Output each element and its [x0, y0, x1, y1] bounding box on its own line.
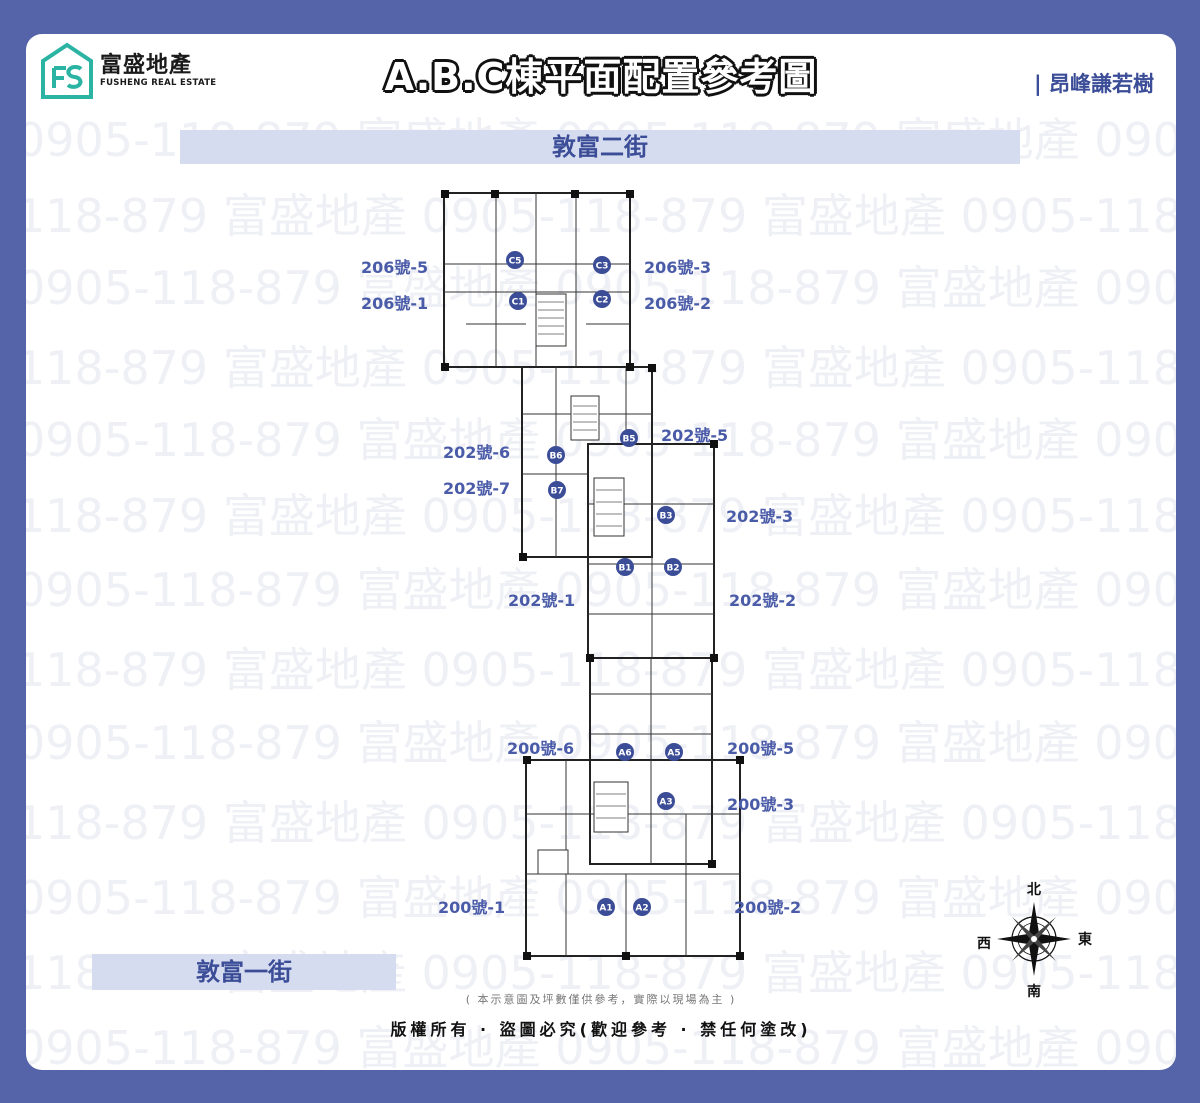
- unit-label-b3: 202號-3: [726, 507, 794, 526]
- unit-marker-a6: A6: [616, 743, 634, 761]
- compass-south: 南: [1027, 983, 1041, 1000]
- company-name-en: FUSHENG REAL ESTATE: [100, 78, 217, 88]
- unit-label-a3: 200號-3: [727, 795, 795, 814]
- road-south: 敦富一街: [92, 954, 396, 990]
- unit-label-a1: 200號-1: [438, 898, 506, 917]
- compass-west: 西: [977, 936, 991, 952]
- unit-label-c1: 206號-1: [361, 294, 429, 313]
- svg-text:B6: B6: [549, 452, 562, 462]
- unit-marker-c1: C1: [509, 292, 527, 310]
- unit-marker-b5: B5: [620, 429, 638, 447]
- unit-marker-b7: B7: [548, 481, 566, 499]
- plan-card: 0905-118-879 富盛地產 0905-118-879 富盛地產 0901…: [26, 34, 1176, 1070]
- unit-label-b6: 202號-6: [443, 443, 511, 462]
- svg-text:B7: B7: [550, 487, 563, 497]
- unit-marker-a3: A3: [657, 792, 675, 810]
- unit-marker-c3: C3: [593, 256, 611, 274]
- unit-marker-b1: B1: [616, 558, 634, 576]
- building-a-outline-lower: [525, 759, 741, 957]
- unit-label-a5: 200號-5: [727, 739, 795, 758]
- svg-text:B3: B3: [659, 512, 672, 522]
- unit-marker-a1: A1: [597, 898, 615, 916]
- svg-text:C3: C3: [596, 262, 609, 272]
- svg-text:B5: B5: [622, 435, 635, 445]
- core-stairs: [535, 293, 629, 875]
- svg-text:A2: A2: [635, 904, 648, 914]
- unit-marker-b2: B2: [664, 558, 682, 576]
- unit-label-c5: 206號-5: [361, 258, 429, 277]
- company-name: 富盛地產: [100, 53, 193, 78]
- unit-label-a2: 200號-2: [734, 898, 802, 917]
- unit-label-b2: 202號-2: [729, 591, 797, 610]
- svg-text:A5: A5: [667, 749, 680, 759]
- svg-text:C2: C2: [596, 296, 609, 306]
- company-logo: 富盛地產 FUSHENG REAL ESTATE: [40, 42, 216, 100]
- unit-label-a6: 200號-6: [507, 739, 575, 758]
- project-name: | 昂峰謙若樹: [1034, 72, 1154, 96]
- disclaimer-text: ( 本示意圖及坪數僅供參考，實際以現場為主 ): [465, 993, 737, 1006]
- unit-marker-a2: A2: [633, 898, 651, 916]
- svg-text:B1: B1: [618, 564, 631, 574]
- compass-rose-icon: 北 南 東 西: [977, 882, 1092, 1000]
- svg-text:C5: C5: [509, 257, 522, 267]
- page-title: A.B.C棟平面配置參考圖: [384, 55, 818, 99]
- structural-columns: [441, 190, 744, 960]
- unit-label-b5: 202號-5: [661, 426, 729, 445]
- unit-marker-c5: C5: [506, 251, 524, 269]
- svg-text:A3: A3: [659, 798, 672, 808]
- unit-label-b1: 202號-1: [508, 591, 576, 610]
- unit-label-c2: 206號-2: [644, 294, 712, 313]
- unit-marker-b6: B6: [547, 446, 565, 464]
- unit-marker-a5: A5: [665, 743, 683, 761]
- unit-marker-c2: C2: [593, 290, 611, 308]
- road-north: 敦富二街: [180, 130, 1020, 164]
- copyright-text: 版權所有 · 盜圖必究(歡迎參考 · 禁任何塗改): [390, 1020, 812, 1039]
- compass-north: 北: [1027, 882, 1041, 898]
- svg-text:A1: A1: [599, 904, 612, 914]
- stair-treads: [538, 301, 626, 819]
- unit-label-c3: 206號-3: [644, 258, 712, 277]
- svg-text:A6: A6: [618, 749, 631, 759]
- compass-east: 東: [1078, 931, 1092, 948]
- svg-text:C1: C1: [512, 298, 525, 308]
- svg-text:B2: B2: [666, 564, 679, 574]
- unit-marker-b3: B3: [657, 506, 675, 524]
- house-logo-icon: [41, 42, 93, 99]
- unit-label-b7: 202號-7: [443, 479, 511, 498]
